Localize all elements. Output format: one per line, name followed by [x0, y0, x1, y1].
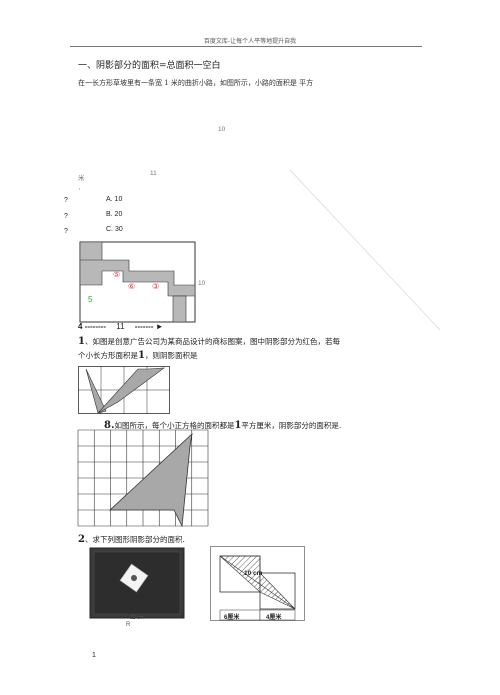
fig1-green-label: 5	[88, 295, 93, 304]
dim-4: 4	[78, 322, 83, 331]
q1-text1: 、如图是创意广告公司为某商品设计的商标图案，图中阴影部分为红色，若每	[84, 337, 340, 346]
circle-3: ③	[152, 282, 160, 291]
q8-text-b: 平方厘米，阴影部分的面积是.	[241, 421, 342, 430]
fig1-side-label: 10	[198, 280, 206, 287]
fig1-bottom-dimension: 4 -------- 11 ------- ►	[78, 322, 164, 331]
fig5-label-b: 4厘米	[266, 615, 282, 621]
problem-intro: 在一长方形草坡里有一条宽 1 米的曲折小路，如图所示，小路的面积是 平方	[78, 79, 314, 87]
header-rule	[70, 46, 422, 47]
q8-number-2: 1	[234, 420, 242, 431]
dim-dashes-2: -------	[134, 322, 154, 331]
q1-number-2: 1	[138, 350, 145, 361]
q2-text: 、求下列图形阴影部分的面积.	[84, 535, 185, 544]
option-c-mark: ?	[64, 228, 68, 235]
fig5-label-a: 6厘米	[224, 615, 240, 621]
unit-dot: ．	[78, 183, 85, 191]
q1-line1: 1、如图是创意广告公司为某商品设计的商标图案，图中阴影部分为红色，若每	[78, 336, 340, 347]
q2-number: 2	[78, 534, 85, 545]
figure-square-grid	[77, 429, 209, 528]
circle-6: ⑥	[128, 282, 136, 291]
dim-dashes-1: --------	[84, 322, 106, 331]
fig4-r-label: R	[126, 622, 131, 628]
option-a: A. 10	[106, 196, 123, 203]
figure-hatched-triangles	[210, 546, 305, 621]
fig5-right-label: 10 cm	[244, 570, 263, 577]
page-header: 百度文库-让每个人平等地提升自我	[203, 38, 297, 45]
q8-text-a: 如图所示，每个小正方格的面积都是	[114, 421, 235, 430]
fig4-bottom-label: 12 cm	[130, 615, 144, 621]
q1-text2b: ，则阴影面积是	[144, 351, 198, 360]
figure-logo-grid	[78, 366, 170, 414]
section-title: 一、阴影部分的面积=总面积一空白	[78, 61, 221, 71]
label-10: 10	[218, 126, 226, 133]
q8-number: 8.	[104, 420, 115, 431]
q8-line: 8.如图所示，每个小正方格的面积都是1平方厘米，阴影部分的面积是.	[104, 420, 341, 431]
option-b: B. 20	[106, 211, 123, 218]
option-a-mark: ?	[64, 197, 68, 204]
figure-dark-rectangle	[89, 547, 185, 619]
q2-line: 2、求下列图形阴影部分的面积.	[78, 534, 185, 545]
unit-label: 米	[78, 174, 85, 182]
option-c: C. 30	[106, 226, 123, 233]
figure-winding-path	[79, 241, 196, 323]
option-b-mark: ?	[64, 213, 68, 220]
arrow-right-icon: ►	[155, 322, 164, 331]
q1-number: 1	[78, 336, 85, 347]
circle-5: ⑤	[113, 270, 121, 279]
dim-11: 11	[116, 322, 125, 331]
q1-text2a: 个小长方形面积是	[78, 351, 138, 360]
page-number: 1	[92, 652, 96, 659]
label-11: 11	[150, 170, 157, 177]
q1-line2: 个小长方形面积是1，则阴影面积是	[78, 350, 197, 361]
